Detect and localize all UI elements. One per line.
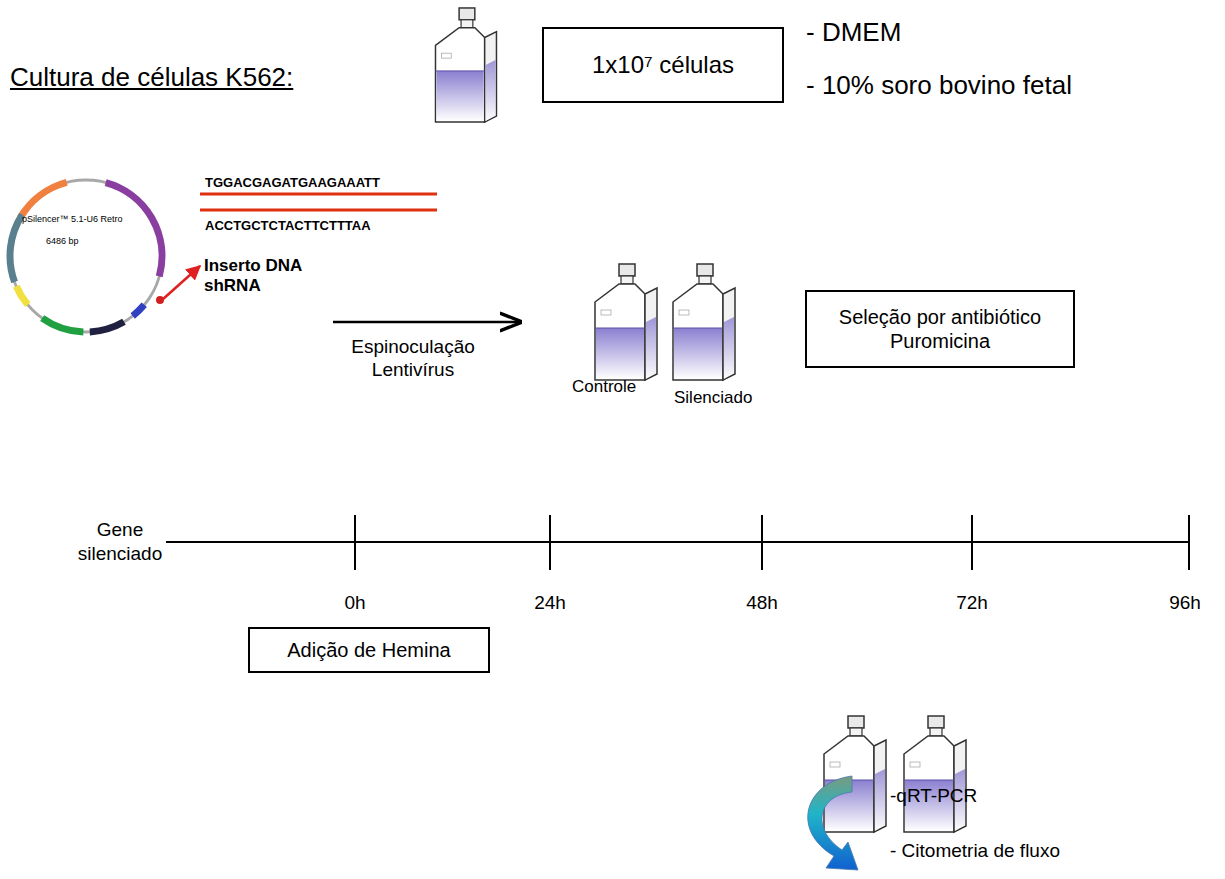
culture-flask xyxy=(673,264,735,380)
analysis-label: -qRT-PCR xyxy=(890,785,977,808)
cell-count-box: 1x10⁷ células xyxy=(542,27,784,103)
method-label: Espinoculação Lentivírus xyxy=(338,336,488,382)
medium-note: - 10% soro bovino fetal xyxy=(806,70,1072,101)
sequence: ACCTGCTCTACTTCTTTAA xyxy=(205,218,371,234)
analysis-arrow xyxy=(808,776,858,870)
title: Cultura de células K562: xyxy=(10,62,293,93)
node-text: 1x10⁷ células xyxy=(592,51,734,80)
dna-strand xyxy=(200,193,437,196)
dna-strand xyxy=(200,209,437,212)
flask-label: Silenciado xyxy=(674,388,752,408)
plasmid-map xyxy=(0,149,193,363)
time-tick: 24h xyxy=(525,592,575,615)
insert-label: Inserto DNA shRNA xyxy=(204,256,322,297)
culture-flask xyxy=(824,716,886,832)
hemin-box: Adição de Hemina xyxy=(248,627,490,673)
node-text: Adição de Hemina xyxy=(287,638,450,662)
culture-flask xyxy=(435,8,496,122)
timeline xyxy=(166,515,1190,570)
axis-label: Gene silenciado xyxy=(62,518,178,566)
sequence: TGGACGAGATGAAGAAATT xyxy=(205,175,380,191)
plasmid-size: 6486 bp xyxy=(46,236,79,247)
medium-note: - DMEM xyxy=(806,17,901,48)
selection-box: Seleção por antibiótico Puromicina xyxy=(805,290,1075,368)
culture-flask xyxy=(595,264,657,380)
plasmid-name: pSilencer™ 5.1-U6 Retro xyxy=(22,214,123,225)
insert-pointer xyxy=(162,266,200,300)
time-tick: 72h xyxy=(947,592,997,615)
time-tick: 0h xyxy=(335,592,375,615)
node-text: Seleção por antibiótico Puromicina xyxy=(819,305,1061,353)
culture-flask xyxy=(904,716,966,832)
analysis-label: - Citometria de fluxo xyxy=(890,840,1060,863)
time-tick: 96h xyxy=(1160,592,1210,615)
flask-label: Controle xyxy=(572,377,636,397)
process-arrow xyxy=(333,321,520,324)
time-tick: 48h xyxy=(737,592,787,615)
